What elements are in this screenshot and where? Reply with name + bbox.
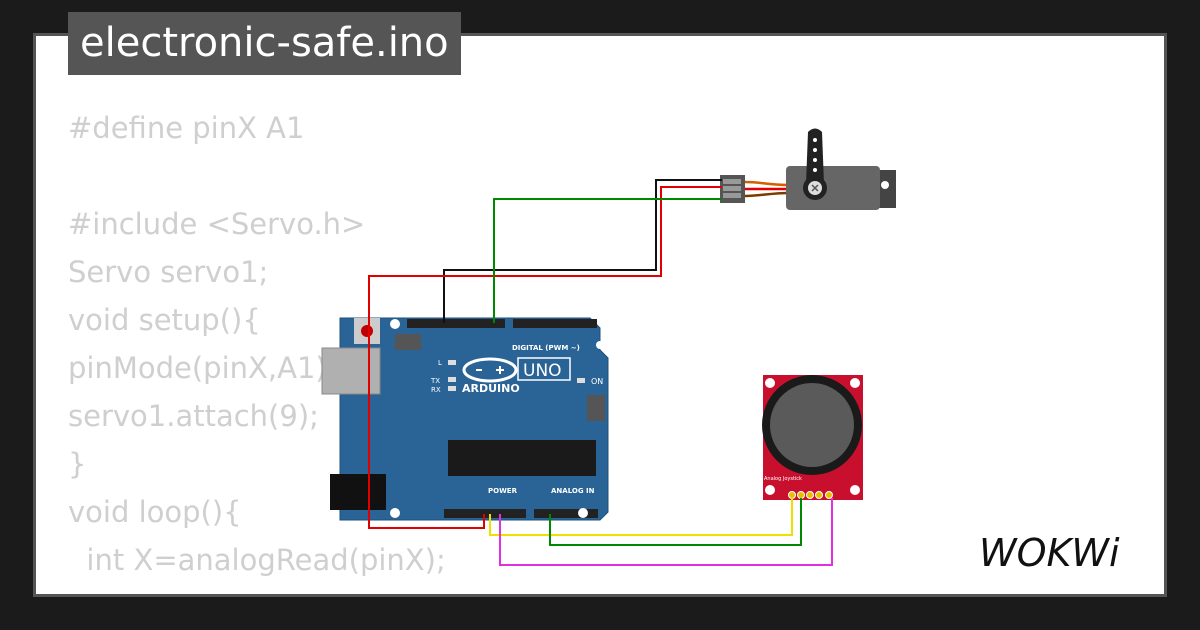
servo-motor[interactable] bbox=[720, 128, 896, 211]
joystick-label: Analog Joystick bbox=[764, 476, 802, 482]
code-preview: #define pinX A1​#include <Servo.h>Servo … bbox=[68, 104, 450, 594]
code-line: #define pinX A1 bbox=[68, 111, 305, 145]
code-line: } bbox=[68, 447, 87, 481]
board-model-text: UNO bbox=[523, 361, 562, 381]
wokwi-logo: WOKWi bbox=[979, 531, 1120, 575]
code-line: servo1.attach(9); bbox=[68, 399, 319, 433]
wire-vert-joystick bbox=[549, 498, 802, 546]
l-label: L bbox=[438, 359, 442, 367]
wire-5v-servo bbox=[368, 186, 722, 331]
wire-gnd-servo bbox=[443, 179, 722, 323]
code-line: pinMode(pinX,A1); bbox=[68, 351, 337, 385]
wire-5v-rail bbox=[368, 331, 485, 529]
analog-label: ANALOG IN bbox=[551, 487, 595, 495]
code-line: void setup(){ bbox=[68, 303, 261, 337]
board-logo-text: ARDUINO bbox=[462, 382, 520, 395]
sketch-title: electronic-safe.ino bbox=[68, 12, 461, 75]
code-line: int X=analogRead(pinX); bbox=[68, 543, 446, 577]
power-label: POWER bbox=[488, 487, 518, 495]
analog-joystick[interactable]: Analog Joystick bbox=[762, 375, 863, 500]
rx-label: RX bbox=[431, 386, 441, 394]
code-line: void loop(){ bbox=[68, 495, 242, 529]
wire-gnd-joystick bbox=[499, 498, 833, 566]
code-line: Servo servo1; bbox=[68, 255, 269, 289]
wire-signal-servo bbox=[493, 198, 722, 323]
digital-label: DIGITAL (PWM ~) bbox=[512, 344, 580, 352]
wire-vcc-joystick bbox=[489, 498, 793, 536]
tx-label: TX bbox=[430, 377, 440, 385]
wokwi-logo-text: WOKWi bbox=[979, 531, 1120, 575]
code-line: #include <Servo.h> bbox=[68, 207, 366, 241]
code-line: X=map(X,0,1023,0,180); bbox=[68, 584, 450, 594]
arduino-uno-board[interactable]: ARDUINO UNO DIGITAL (PWM ~) POWER ANALOG… bbox=[321, 317, 609, 521]
on-label: ON bbox=[591, 377, 603, 386]
reset-button[interactable] bbox=[361, 325, 373, 337]
